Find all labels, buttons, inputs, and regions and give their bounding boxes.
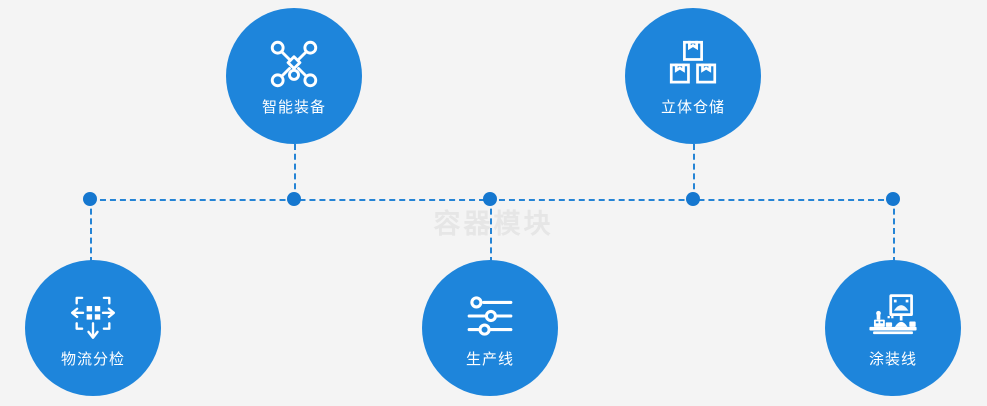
- node-label-smart-equipment: 智能装备: [261, 99, 326, 116]
- branch-connector-painting-line: [893, 199, 895, 263]
- branch-connector-production-line: [490, 199, 492, 263]
- sliders-icon: [461, 287, 519, 345]
- branch-connector-logistics-sorting: [90, 199, 92, 263]
- branch-connector-smart-equipment: [294, 144, 296, 199]
- node-label-stereoscopic-warehouse: 立体仓储: [660, 99, 725, 116]
- trunk-node-dot-logistics-sorting: [83, 192, 97, 206]
- branch-connector-stereoscopic-warehouse: [693, 144, 695, 199]
- trunk-node-dot-painting-line: [886, 192, 900, 206]
- node-production-line[interactable]: 生产线: [422, 260, 558, 396]
- trunk-node-dot-stereoscopic-warehouse: [686, 192, 700, 206]
- trunk-node-dot-production-line: [483, 192, 497, 206]
- node-label-production-line: 生产线: [465, 351, 514, 368]
- node-label-painting-line: 涂装线: [868, 351, 917, 368]
- factory-monitor-icon: [864, 287, 922, 345]
- network-nodes-icon: [265, 35, 323, 93]
- watermark-text: 容器模块: [433, 209, 554, 239]
- node-logistics-sorting[interactable]: 物流分检: [25, 260, 161, 396]
- node-label-logistics-sorting: 物流分检: [60, 351, 125, 368]
- node-smart-equipment[interactable]: 智能装备: [226, 8, 362, 144]
- stacked-boxes-icon: [664, 35, 722, 93]
- trunk-node-dot-smart-equipment: [287, 192, 301, 206]
- node-stereoscopic-warehouse[interactable]: 立体仓储: [625, 8, 761, 144]
- sorting-arrows-icon: [64, 287, 122, 345]
- node-painting-line[interactable]: 涂装线: [825, 260, 961, 396]
